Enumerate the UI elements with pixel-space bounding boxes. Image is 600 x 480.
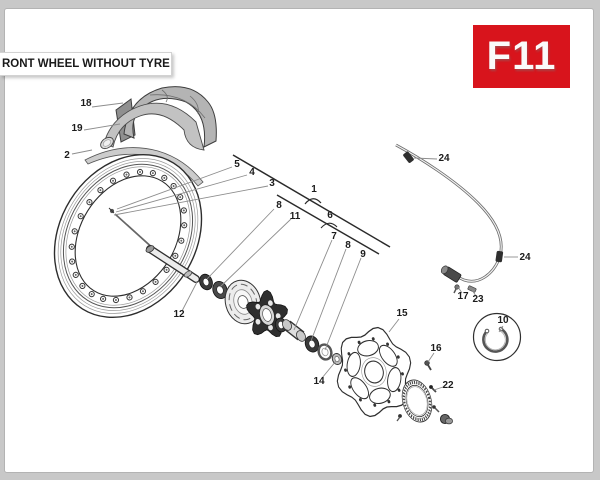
hub-spacer-tube (282, 319, 306, 342)
disc-screw-16 (424, 360, 432, 371)
axle-nut (439, 413, 453, 425)
front-axle (145, 245, 200, 283)
drawing-title-box: RONT WHEEL WITHOUT TYRE (0, 52, 172, 76)
mudguard-bracket (100, 102, 205, 151)
wheel-bearing-right (304, 335, 320, 353)
spoke-nipple (108, 207, 115, 214)
group-line-1 (232, 154, 391, 248)
leader-lines (71, 102, 518, 391)
tone-ring-screw (429, 385, 437, 393)
tone-ring-screw-2 (432, 405, 440, 413)
abs-sensor (440, 265, 462, 283)
wheel-spacer (331, 353, 343, 365)
group-line-6 (276, 194, 380, 255)
seal-ring (317, 343, 333, 361)
drawing-title: RONT WHEEL WITHOUT TYRE (2, 58, 170, 70)
wheel-bearing-left (199, 273, 213, 291)
sensor-clip (467, 285, 477, 293)
sensor-cable (395, 143, 503, 283)
hub-flange (224, 279, 262, 325)
wheel-rim (53, 153, 203, 319)
circlip-detail-circle (472, 312, 522, 362)
figure-code-badge: F11 (473, 25, 570, 88)
cable-clip-top (403, 151, 414, 163)
brake-disc (336, 326, 412, 418)
abs-tone-ring (401, 379, 433, 423)
cable-clip-mid (495, 250, 504, 263)
spacer-ring-left (212, 280, 228, 300)
disc-bolt (396, 414, 402, 422)
sensor-bolt (453, 284, 460, 294)
